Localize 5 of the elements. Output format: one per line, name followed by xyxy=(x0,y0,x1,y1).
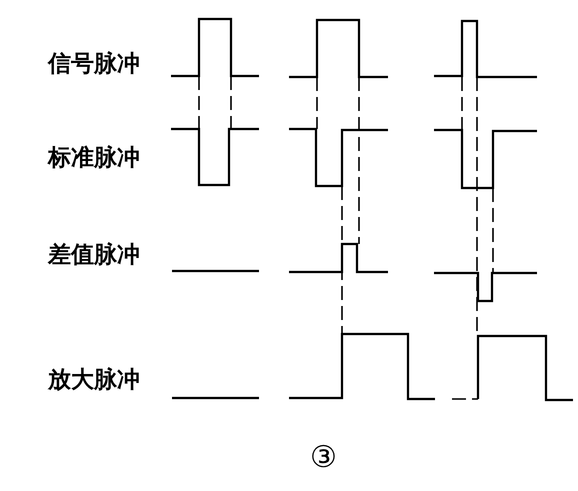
signal-label: 标准脉冲 xyxy=(48,145,140,171)
signal-label: 差值脉冲 xyxy=(48,242,140,268)
figure-number: ③ xyxy=(310,441,337,475)
signal-label: 信号脉冲 xyxy=(48,51,140,77)
signal-label: 放大脉冲 xyxy=(48,367,140,393)
